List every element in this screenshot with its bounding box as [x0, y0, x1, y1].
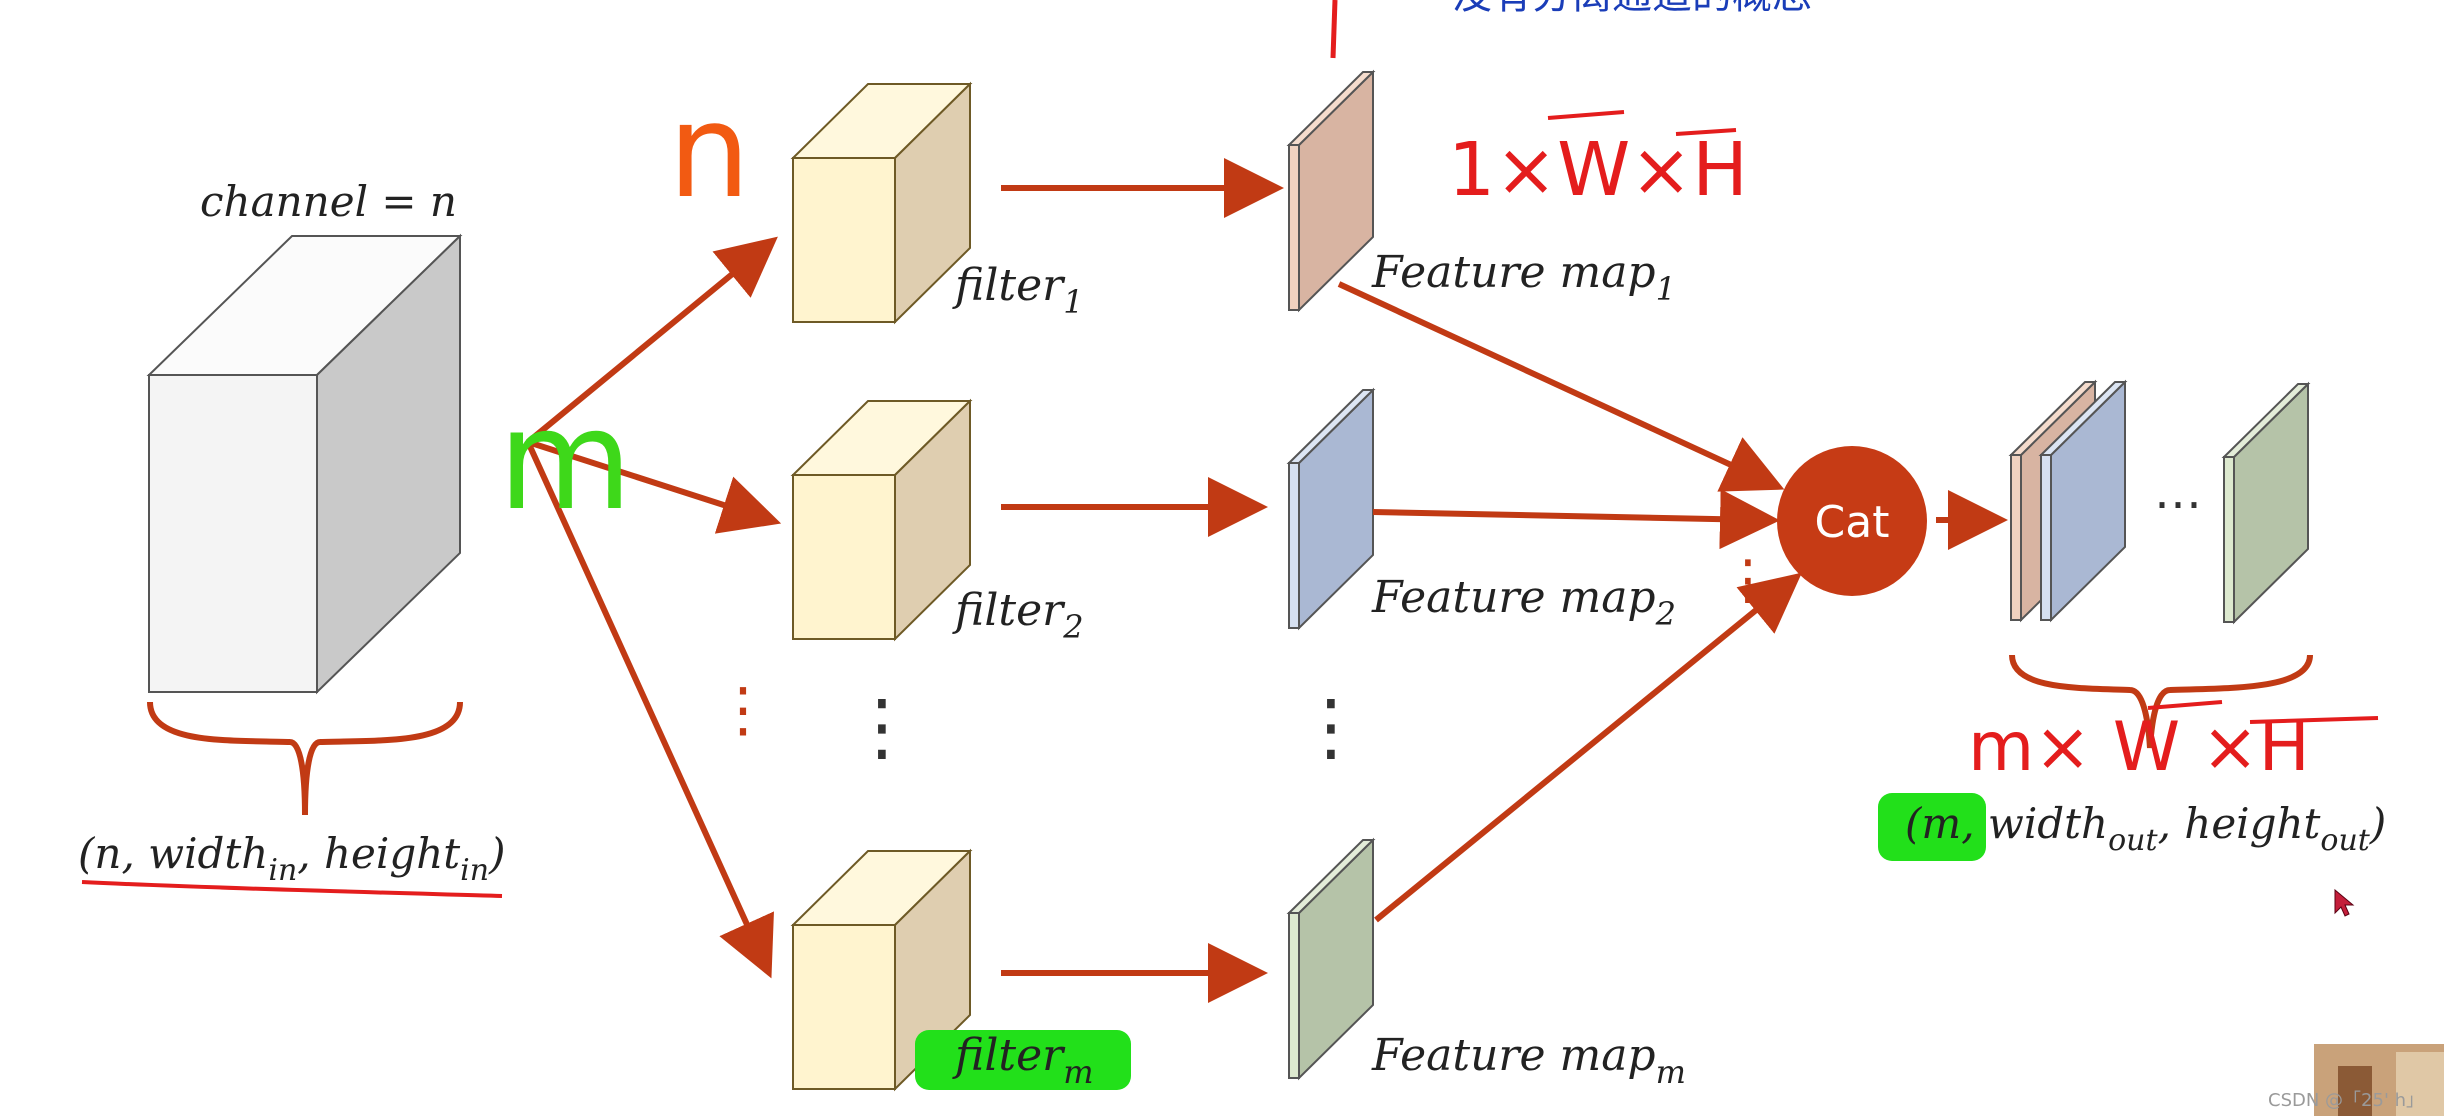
- input-volume: [146, 233, 463, 695]
- arrow-map-m-to-cat: [1374, 572, 1802, 923]
- filter-cube-m-front: [792, 924, 896, 1090]
- feature-map-2-edge: [1288, 462, 1300, 629]
- annotation-n-mark: n: [668, 75, 750, 227]
- branch-arrow-filter-m: [525, 440, 774, 979]
- annotation-mw-overbar: [2147, 700, 2223, 710]
- channel-label: channel = n: [200, 177, 457, 226]
- filter-label-2: filter2: [952, 585, 1084, 646]
- feature-map-1-top: [1286, 71, 1376, 146]
- filter-label-m: filterm: [952, 1030, 1094, 1091]
- branch-arrows: [525, 236, 782, 979]
- corner-thumbnail-shade-2: [2396, 1052, 2444, 1116]
- output-m-highlight: [1878, 793, 1986, 861]
- annotation-one-w-h: 1×W×H: [1448, 127, 1748, 213]
- annotation-red-tick: [1330, 0, 1338, 59]
- filter-cube-m: [790, 848, 973, 1092]
- input-dims-label: (n, widthin, heightin): [78, 829, 505, 888]
- branch-arrow-filter-2: [527, 439, 782, 534]
- output-map-2-edge: [2040, 454, 2052, 621]
- cursor-arrow-icon: [2334, 888, 2355, 917]
- feature-map-label-m: Feature mapm: [1371, 1030, 1686, 1091]
- filter-cube-1: [790, 81, 973, 325]
- cat-label: Cat: [1815, 497, 1890, 548]
- output-brace: [2009, 654, 2313, 749]
- branch-vdots-red: ⋮: [713, 675, 773, 745]
- output-dims-label: (m, widthout, heightout): [1905, 799, 2386, 858]
- feature-map-label-1: Feature map1: [1371, 247, 1676, 308]
- filter-cube-2-front: [792, 474, 896, 640]
- watermark-text: CSDN @「25' h」: [2268, 1090, 2424, 1111]
- feature-map-1-edge: [1288, 144, 1300, 311]
- arrow-map-2-to-cat: [1372, 489, 1780, 550]
- feature-map-m-top: [1286, 839, 1376, 914]
- annotation-w-overbar: [1547, 110, 1625, 120]
- feature-map-label-2: Feature map2: [1371, 572, 1676, 633]
- output-map-m-top: [2221, 383, 2311, 458]
- filter-cube-2: [790, 398, 973, 642]
- filter-m-highlight: [915, 1030, 1131, 1090]
- arrow-map-1-to-cat: [1337, 281, 1785, 492]
- feature-map-1: [1286, 69, 1376, 313]
- output-map-1-top: [2008, 381, 2098, 456]
- input-dims-underline: [81, 880, 503, 898]
- output-map-1-edge: [2010, 454, 2022, 621]
- output-map-m: [2221, 381, 2311, 625]
- feature-map-2: [1286, 387, 1376, 631]
- input-volume-front: [148, 374, 318, 693]
- cat-circle: [1777, 446, 1927, 596]
- output-hdots: ⋯: [2154, 476, 2202, 532]
- annotation-m-mark: m: [498, 380, 632, 541]
- corner-thumbnail-shade-1: [2338, 1066, 2372, 1116]
- cat-input-vdots-red: ⋮: [1721, 548, 1775, 611]
- annotation-mh-overbar: [2249, 716, 2379, 724]
- output-map-m-edge: [2223, 456, 2235, 623]
- feature-map-m: [1286, 837, 1376, 1081]
- annotation-top-blue: 没有分离通道的概念: [1452, 0, 1812, 18]
- feature-map-m-edge: [1288, 912, 1300, 1079]
- cat-node: Cat: [1777, 446, 1927, 596]
- output-map-2-top: [2038, 381, 2128, 456]
- input-brace: [147, 701, 463, 816]
- filter-label-1: filter1: [952, 260, 1084, 321]
- corner-thumbnail: [2314, 1044, 2444, 1116]
- branch-arrow-filter-1: [526, 236, 778, 445]
- output-map-2: [2038, 379, 2128, 623]
- annotation-h-overbar: [1675, 128, 1737, 136]
- filter-cube-1-front: [792, 157, 896, 323]
- map-vdots: ⋮: [1294, 684, 1368, 770]
- output-stack: ⋯: [2008, 379, 2311, 625]
- feature-map-2-top: [1286, 389, 1376, 464]
- filter-vdots: ⋮: [845, 684, 919, 770]
